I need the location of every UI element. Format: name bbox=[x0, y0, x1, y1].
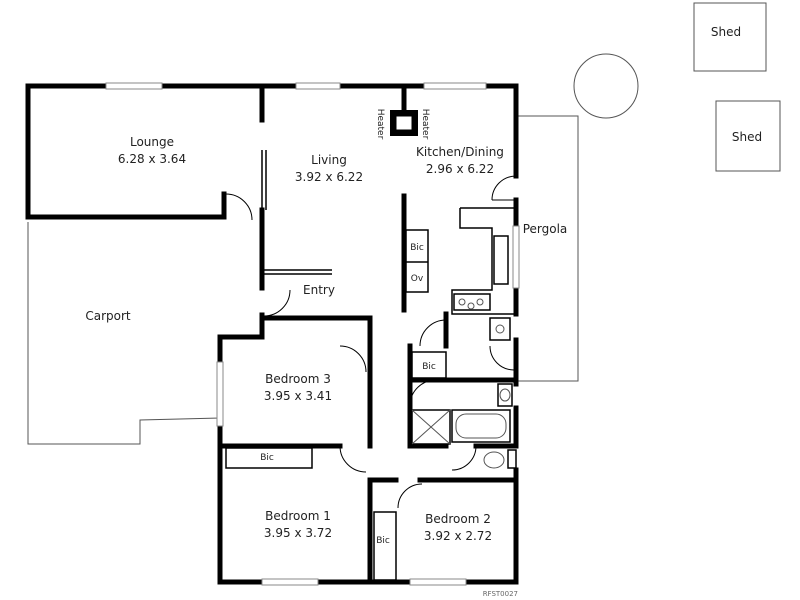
shed-top-label: Shed bbox=[711, 25, 741, 39]
bedroom1-size: 3.95 x 3.72 bbox=[264, 526, 332, 540]
shed-top-outline bbox=[693, 2, 767, 72]
kitchen-name: Kitchen/Dining bbox=[416, 145, 504, 159]
pergola-outline bbox=[516, 115, 579, 382]
kitchen-size: 2.96 x 6.22 bbox=[426, 162, 494, 176]
pergola-label: Pergola bbox=[523, 222, 568, 236]
heater-right-label: Heater bbox=[420, 109, 430, 140]
carport-outline bbox=[27, 222, 221, 445]
carport-label: Carport bbox=[85, 309, 131, 323]
shed-right-outline bbox=[715, 100, 781, 172]
bic-bedroom2-label: Bic bbox=[376, 536, 390, 546]
living-name: Living bbox=[311, 153, 347, 167]
bedroom3-size: 3.95 x 3.41 bbox=[264, 389, 332, 403]
lounge-name: Lounge bbox=[130, 135, 174, 149]
round-outbuilding bbox=[573, 53, 639, 119]
oven-label: Ov bbox=[411, 274, 424, 284]
bedroom1-name: Bedroom 1 bbox=[265, 509, 331, 523]
bic-bedroom1-label: Bic bbox=[260, 453, 274, 463]
bedroom2-name: Bedroom 2 bbox=[425, 512, 491, 526]
bedroom2-size: 3.92 x 2.72 bbox=[424, 529, 492, 543]
entry-label: Entry bbox=[303, 283, 335, 297]
bedroom3-name: Bedroom 3 bbox=[265, 372, 331, 386]
bic-kitchen-label: Bic bbox=[410, 243, 424, 253]
reference-code: RFST0027 bbox=[483, 590, 518, 598]
lounge-size: 6.28 x 3.64 bbox=[118, 152, 186, 166]
heater-left-label: Heater bbox=[375, 109, 385, 140]
shed-right-label: Shed bbox=[732, 130, 762, 144]
bic-hall-label: Bic bbox=[422, 362, 436, 372]
living-size: 3.92 x 6.22 bbox=[295, 170, 363, 184]
